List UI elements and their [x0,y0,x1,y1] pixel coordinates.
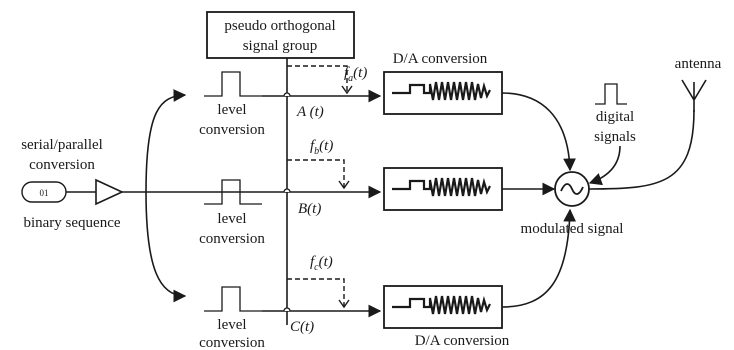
binary-source-digits: 01 [40,188,49,198]
level-conversion-block-a: level conversion [199,71,265,138]
antenna-block: antenna [675,56,722,112]
fa-arrow-icon [341,85,353,95]
signal-c-label: C(t) [290,319,314,335]
fa-dashed-path [287,65,348,92]
digital-signals-block: digital signals [594,83,636,145]
pseudo-orthogonal-signal-group-block: pseudo orthogonal signal group [206,11,355,59]
split-curve-bottom [145,191,187,303]
antenna-label: antenna [675,56,722,72]
fb-base: f [310,138,316,154]
da-waveform-a-icon [392,81,491,101]
serial-parallel-label-line2: conversion [29,157,95,173]
da-conversion-block-a: D/A conversion [383,51,503,115]
da-conversion-block-b [383,167,503,211]
fb-arrow-icon [338,180,350,190]
digital-to-modulator-curve [588,145,621,186]
level-conversion-b-line2: conversion [199,231,265,247]
fa-arg: (t) [353,65,367,81]
da-waveform-c-icon [392,295,491,315]
signal-b-label: B(t) [298,201,321,217]
da-conversion-top-label: D/A conversion [393,51,488,67]
level-pulse-a-icon [204,71,262,97]
digital-pulse-icon [595,83,627,105]
fb-arg: (t) [319,138,333,154]
serial-parallel-label-line1: serial/parallel [21,137,103,153]
da-conversion-bottom-label: D/A conversion [415,333,510,349]
fa-base: f [344,65,350,81]
fc-arrow-icon [338,299,350,309]
level-pulse-c-icon [204,286,262,312]
digital-signals-line1: digital [596,109,634,125]
modulated-signal-label: modulated signal [521,221,624,237]
fc-arg: (t) [319,254,333,270]
pseudo-group-line1: pseudo orthogonal [224,18,335,34]
level-conversion-block-c: level conversion [199,286,265,350]
fb-sub: b [314,146,319,157]
level-conversion-c-line1: level [217,317,246,333]
fa-sub: a [348,73,353,84]
split-curve-top [145,89,187,193]
level-conversion-c-line2: conversion [199,335,265,350]
pseudo-group-line2: signal group [243,38,318,54]
fc-label: fc(t) [310,254,333,273]
level-conversion-block-b: level conversion [199,179,265,247]
sine-wave-icon [560,183,584,195]
level-conversion-b-line1: level [217,211,246,227]
serial-parallel-block: serial/parallel conversion 01 binary seq… [21,137,146,231]
channel-a-crossover [283,92,291,97]
level-conversion-a-line1: level [217,102,246,118]
digital-signals-line2: signals [594,129,636,145]
channel-a-to-modulator-curve [501,92,576,172]
channel-b-crossover [283,188,291,193]
channel-c-to-modulator-curve [501,208,577,308]
da-conversion-block-c: D/A conversion [383,285,510,349]
modulator-to-antenna-curve [588,109,695,190]
channel-c-crossover [283,307,291,312]
fc-base: f [310,254,316,270]
fb-dashed-path [287,159,345,187]
level-pulse-b-icon [204,179,262,205]
signal-a-label: A (t) [296,104,324,120]
modulator-block: modulated signal [521,171,624,237]
fc-sub: c [314,262,319,273]
binary-sequence-label: binary sequence [23,215,120,231]
fc-dashed-path [287,278,345,306]
fa-label: fa(t) [344,65,367,84]
level-conversion-a-line2: conversion [199,122,265,138]
serial-parallel-triangle-icon [95,178,124,206]
da-waveform-b-icon [392,177,491,197]
fb-label: fb(t) [310,138,333,157]
antenna-icon [681,79,707,112]
